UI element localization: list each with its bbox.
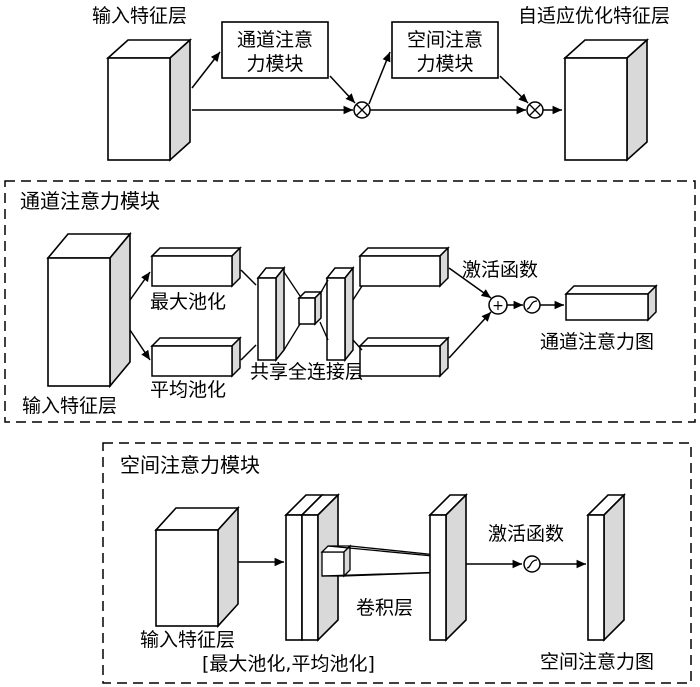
- channel-input-cube: [46, 231, 132, 389]
- top-arrows: [191, 51, 562, 115]
- channel-module-frame: [4, 180, 696, 423]
- channel-fc-out-bar-top: [358, 246, 450, 288]
- spatial-output-label: 空间注意力图: [540, 651, 654, 673]
- multiply-icon: [529, 104, 541, 116]
- channel-fc-connectors: [283, 271, 329, 351]
- channel-add-arrows: [448, 267, 523, 359]
- spatial-input-label: 输入特征层: [140, 629, 235, 651]
- top-channel-box-line1: 通道注意: [237, 29, 313, 51]
- top-spatial-box-line2: 力模块: [416, 53, 473, 75]
- plus-icon: +: [492, 298, 504, 314]
- top-channel-box: [221, 21, 329, 79]
- top-channel-box-line2: 力模块: [246, 53, 303, 75]
- spatial-attention-module: 空间注意力模块 输入特征层 [最大池化,平均池化]: [102, 442, 692, 684]
- channel-module-title: 通道注意力模块: [20, 189, 160, 213]
- channel-input-arrows: [129, 269, 257, 361]
- channel-fc-label: 共享全连接层: [250, 361, 364, 383]
- channel-fc-layer-2: [297, 290, 323, 326]
- channel-attention-map: [564, 284, 658, 322]
- channel-fc-layer-3: [325, 265, 355, 363]
- channel-maxpool-label: 最大池化: [150, 291, 226, 313]
- sigmoid-icon: [526, 300, 538, 310]
- channel-fc-layer-1: [256, 265, 286, 363]
- spatial-conv-label: 卷积层: [356, 597, 413, 619]
- channel-input-label: 输入特征层: [22, 395, 117, 417]
- spatial-activation-label: 激活函数: [488, 523, 564, 545]
- channel-attention-module: 通道注意力模块 输入特征层 最大池化 平均池化: [4, 180, 696, 423]
- top-input-cube: [105, 38, 193, 162]
- top-spatial-box: [391, 21, 499, 79]
- channel-fc-out-bar-bottom: [358, 336, 450, 378]
- channel-avgpool-bar: [150, 336, 242, 378]
- channel-avgpool-label: 平均池化: [150, 379, 226, 401]
- sigmoid-icon: [526, 559, 538, 569]
- top-spatial-box-line1: 空间注意: [407, 29, 483, 51]
- spatial-sigmoid-node: [523, 555, 541, 573]
- channel-output-label: 通道注意力图: [540, 331, 654, 353]
- spatial-attention-map: [586, 493, 626, 642]
- top-input-label: 输入特征层: [92, 5, 187, 27]
- channel-maxpool-bar: [150, 246, 242, 288]
- top-output-cube: [562, 38, 650, 162]
- top-overview: 输入特征层 通道注意 力模块 空间注意 力模块 自适应优化特: [92, 5, 670, 162]
- channel-fc-out-lines: [352, 285, 363, 351]
- spatial-input-cube: [154, 505, 240, 629]
- channel-activation-label: 激活函数: [462, 259, 538, 281]
- channel-sigmoid-node: [523, 296, 541, 314]
- spatial-conv-plate: [428, 493, 468, 642]
- multiply-icon: [356, 104, 368, 116]
- spatial-module-title: 空间注意力模块: [120, 453, 260, 477]
- spatial-pool-label: [最大池化,平均池化]: [202, 653, 375, 675]
- spatial-module-frame: [102, 442, 692, 684]
- top-output-label: 自适应优化特征层: [518, 5, 670, 27]
